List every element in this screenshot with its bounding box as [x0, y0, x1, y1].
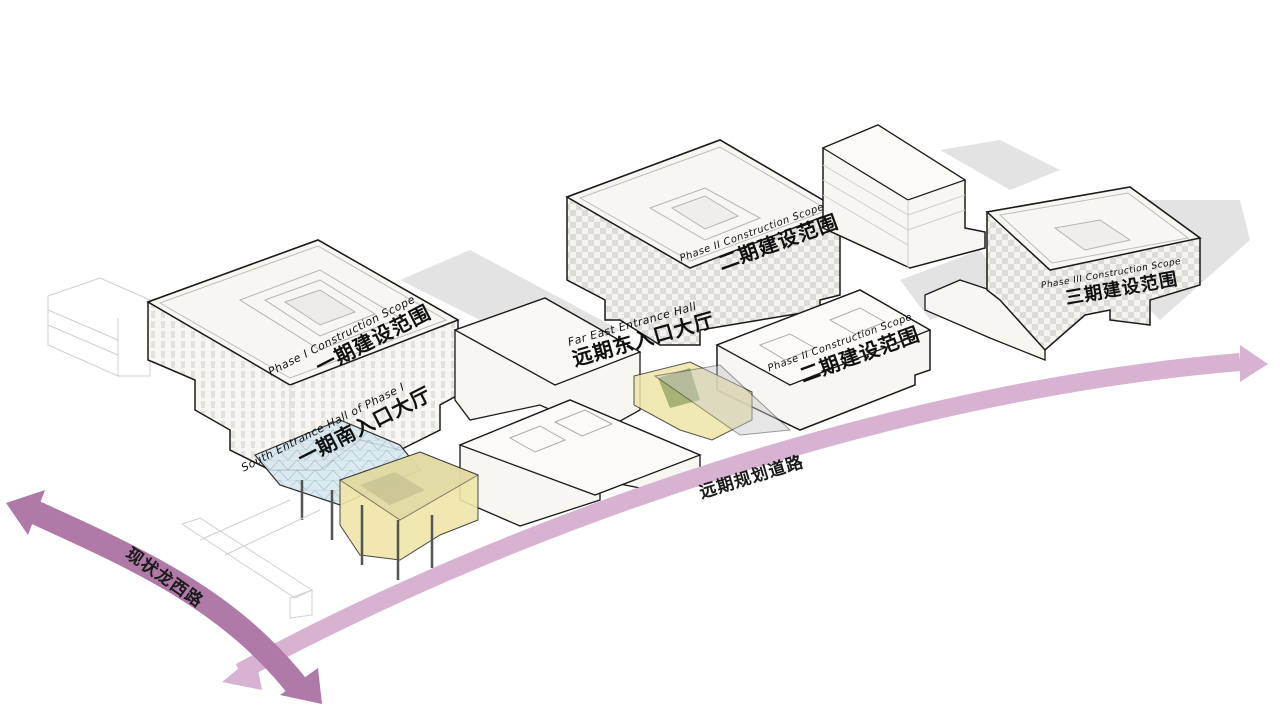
phase3-building — [924, 186, 1202, 361]
columns — [300, 480, 434, 580]
planned-road-arrow — [222, 345, 1268, 690]
east-entrance-volume — [633, 361, 792, 441]
phase2-south-building — [715, 289, 932, 431]
middle-building — [453, 297, 642, 433]
northeast-building — [821, 124, 986, 269]
south-entrance-volume — [338, 451, 480, 561]
ghost-bridge — [180, 499, 321, 619]
center-building — [458, 399, 702, 527]
phase1-building — [146, 239, 460, 471]
ghost-building-west — [47, 277, 151, 377]
existing-road-arrow — [6, 490, 322, 704]
